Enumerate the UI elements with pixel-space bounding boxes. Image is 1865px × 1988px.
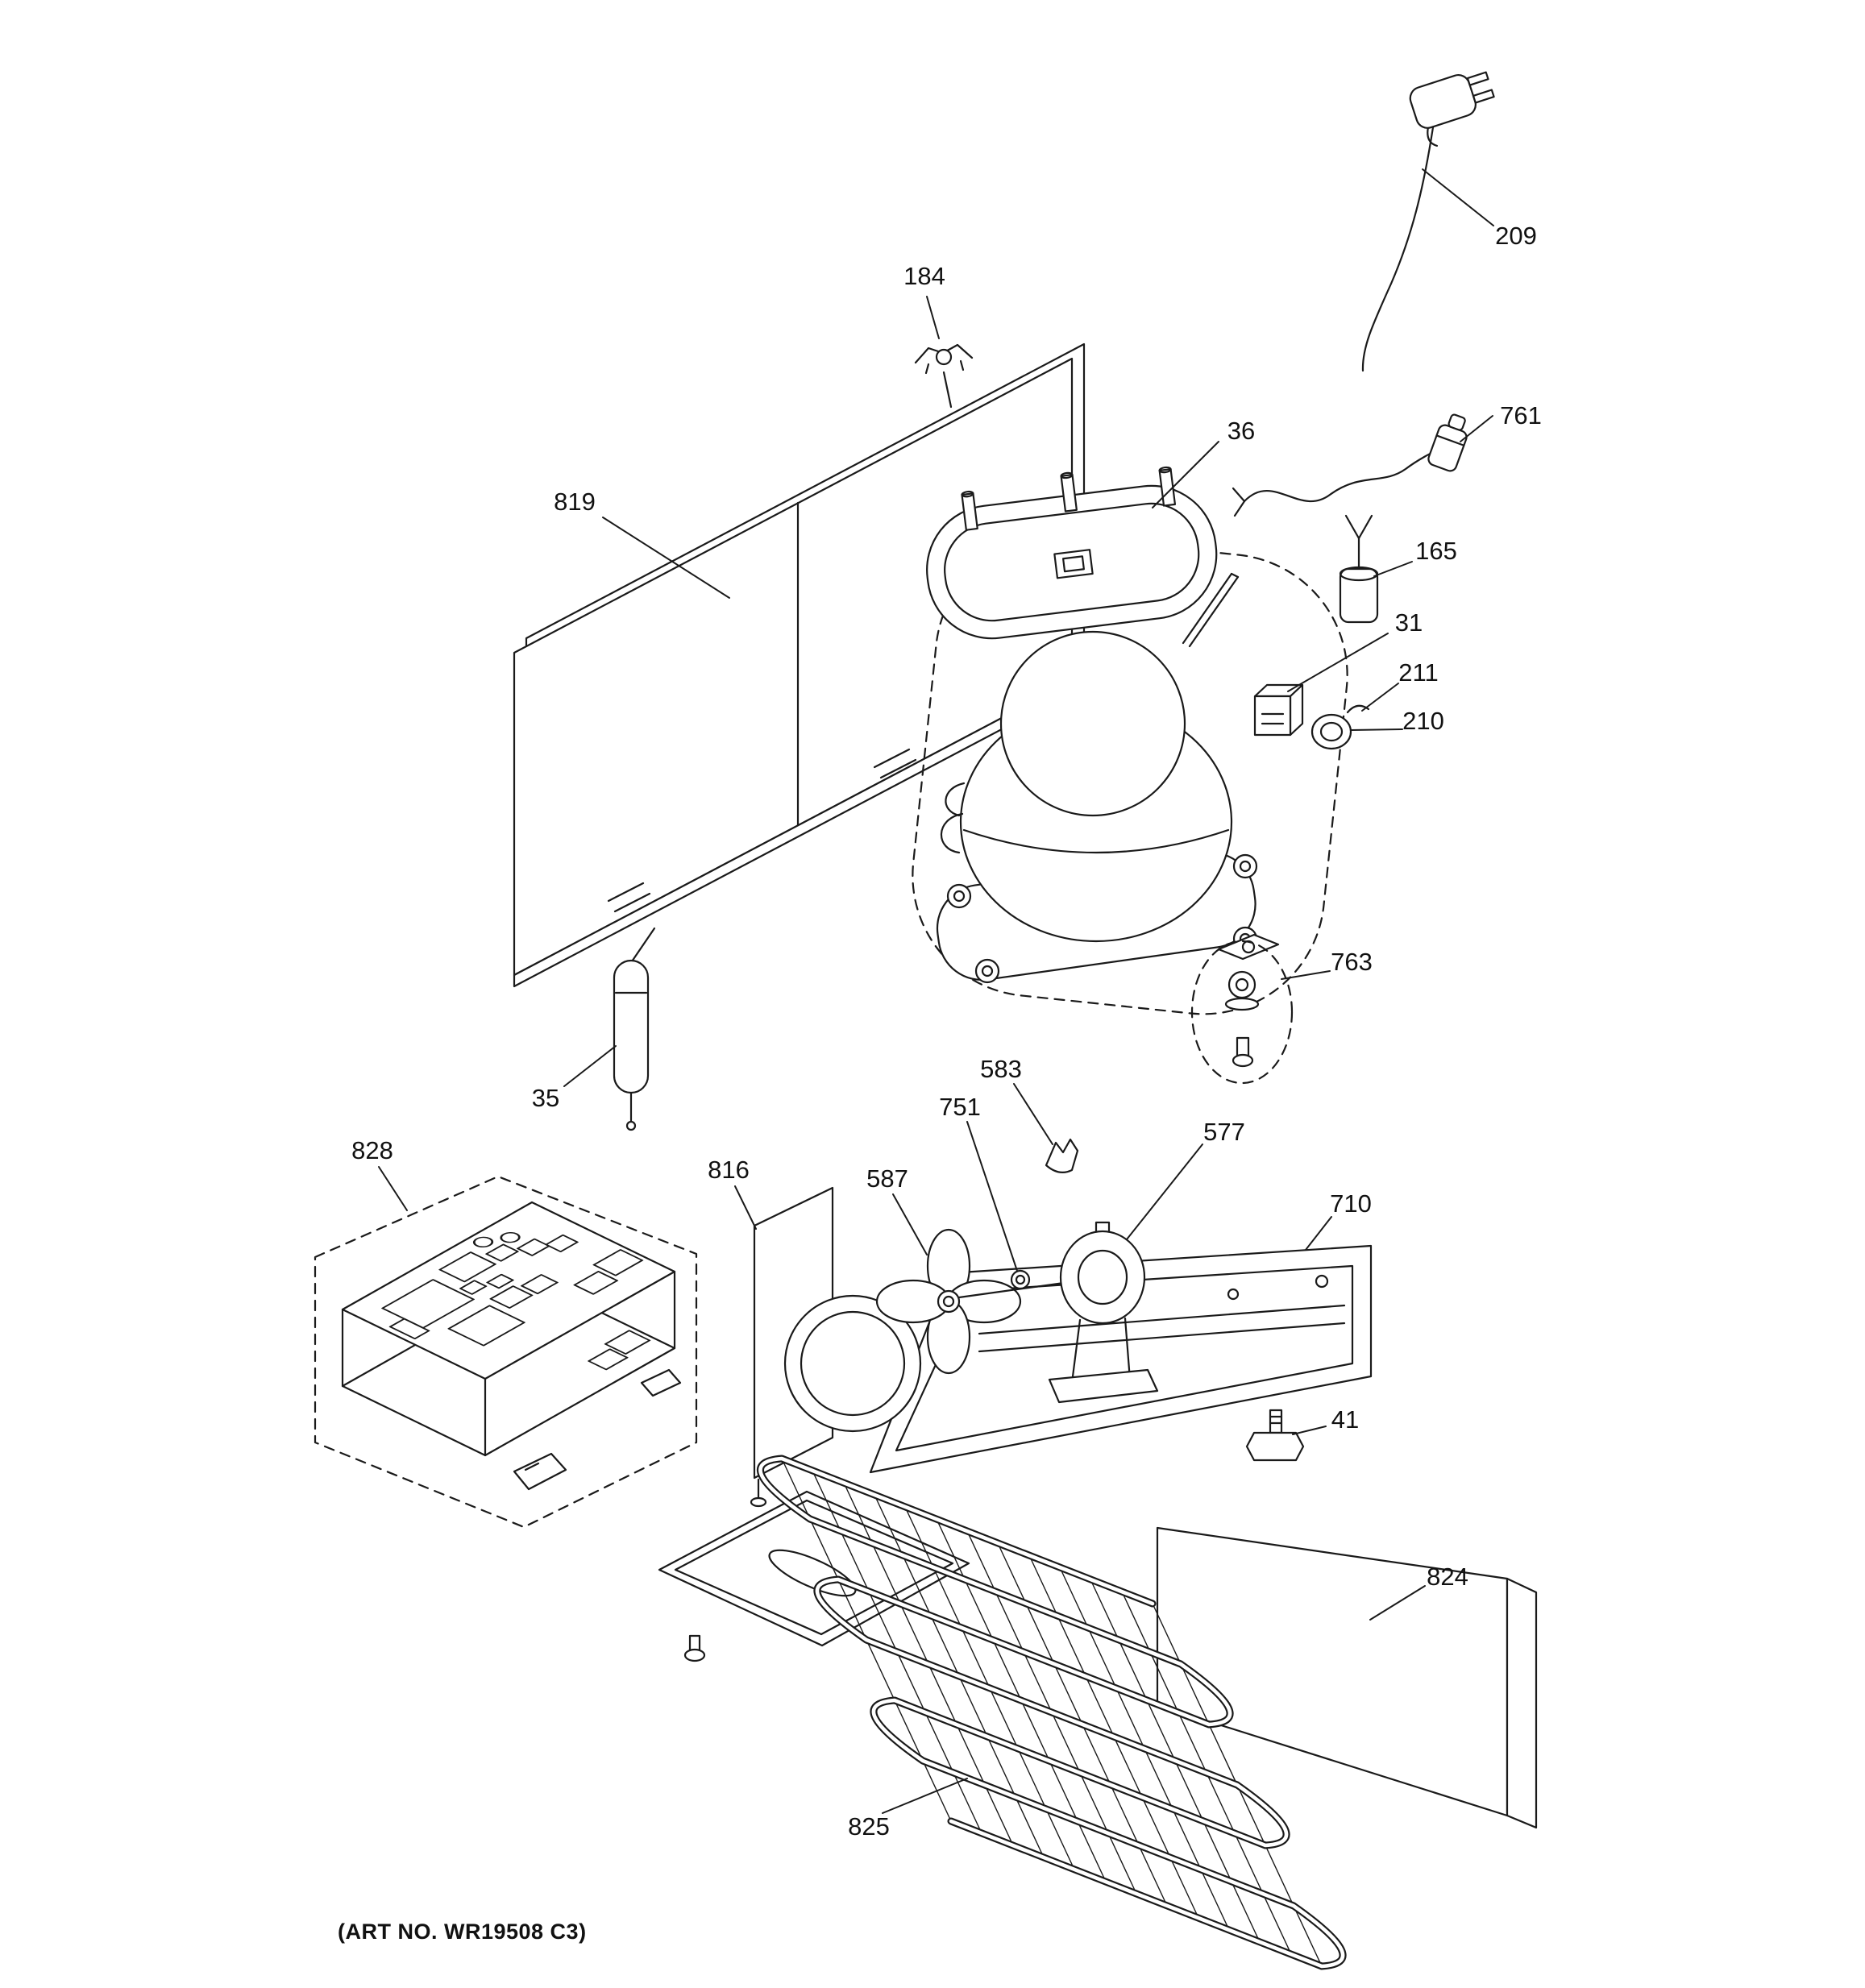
callout-751: 751	[939, 1093, 981, 1121]
callout-165: 165	[1415, 537, 1457, 565]
control-board-828	[314, 1175, 698, 1529]
power-cord-209	[1361, 71, 1495, 372]
bracket-184	[914, 343, 974, 409]
relay-31	[1253, 683, 1304, 737]
callout-819: 819	[554, 488, 596, 516]
fan-motor-577	[1048, 1221, 1159, 1404]
harness-connector-761	[1232, 413, 1468, 517]
capacitor-165	[1339, 514, 1379, 624]
callout-209: 209	[1495, 222, 1537, 250]
callout-824: 824	[1427, 1563, 1468, 1591]
art-number: (ART NO. WR19508 C3)	[338, 1920, 587, 1944]
compressor-tray-36	[926, 466, 1218, 640]
fan-hub-751	[1010, 1269, 1031, 1290]
tube-rod	[1182, 572, 1240, 648]
cap-210	[1310, 713, 1352, 750]
callout-825: 825	[848, 1812, 890, 1841]
callout-184: 184	[903, 262, 945, 290]
callout-35: 35	[531, 1084, 560, 1112]
callout-41: 41	[1331, 1405, 1360, 1434]
side-panel-824	[1156, 1526, 1538, 1829]
callout-761: 761	[1500, 401, 1542, 430]
compressor	[936, 630, 1258, 984]
drier-filter-35	[613, 927, 656, 1131]
callout-36: 36	[1227, 417, 1256, 445]
clip-583	[1045, 1138, 1079, 1174]
grommet-kit-763	[1190, 933, 1294, 1085]
callout-816: 816	[708, 1156, 750, 1184]
condenser-coil-825	[757, 1455, 1347, 1970]
fan-shroud-816	[750, 1186, 922, 1508]
callout-828: 828	[351, 1136, 393, 1164]
callout-577: 577	[1203, 1118, 1245, 1146]
callout-587: 587	[866, 1164, 908, 1193]
callout-583: 583	[980, 1055, 1022, 1083]
callout-210: 210	[1402, 707, 1444, 735]
callout-710: 710	[1330, 1189, 1372, 1218]
leader-lines	[378, 168, 1494, 1814]
fan-587	[875, 1228, 1022, 1375]
fan-shaft	[957, 1281, 1065, 1299]
callout-211: 211	[1398, 658, 1439, 687]
bolt-41	[1245, 1409, 1305, 1462]
callout-763: 763	[1331, 948, 1373, 976]
callout-31: 31	[1394, 608, 1423, 637]
